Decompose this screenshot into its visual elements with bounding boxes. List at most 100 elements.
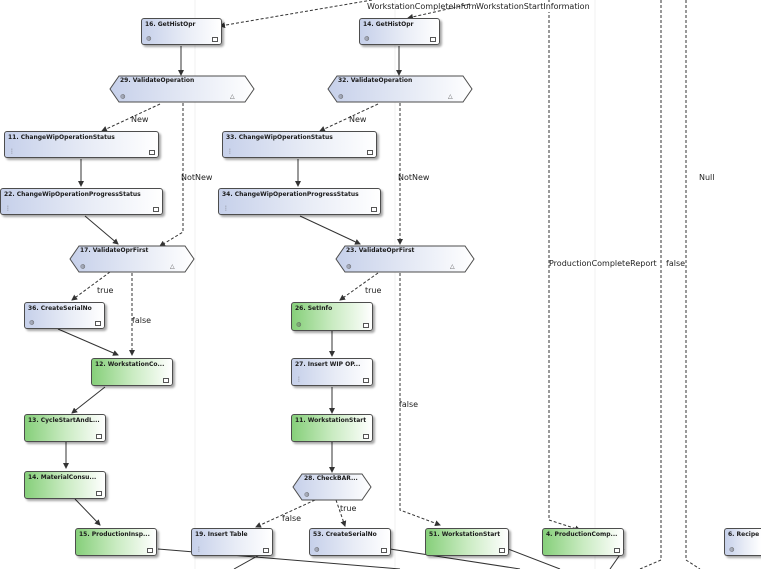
edge-7[interactable] xyxy=(74,498,101,526)
expand-icon[interactable] xyxy=(95,321,101,326)
hex-label-17: 17. ValidateOprFirst xyxy=(80,247,149,254)
expand-icon[interactable] xyxy=(163,378,169,383)
hex-label-23: 23. ValidateOprFirst xyxy=(346,247,415,254)
expand-icon[interactable] xyxy=(430,37,436,42)
expand-icon[interactable] xyxy=(499,548,505,553)
node-6-recipe[interactable]: 6. Recipe ◍ xyxy=(724,528,761,556)
hex-icon-23: ◍ xyxy=(346,263,352,270)
edge-5[interactable] xyxy=(71,386,106,414)
edge-false2[interactable] xyxy=(399,273,441,527)
edge-label-new-1: New xyxy=(131,115,149,124)
edge-null[interactable] xyxy=(685,0,701,569)
edge-pcr[interactable] xyxy=(548,0,581,532)
edge-label-wsi: WorkstationStartInformation xyxy=(476,2,590,12)
node-16-gethistopr[interactable]: 16. GetHistOpr ◍ xyxy=(141,18,222,45)
node-33-changewipoperationstatus[interactable]: 33. ChangeWipOperationStatus ⋮ xyxy=(222,131,377,158)
node-19-insert-table[interactable]: 19. Insert Table ⋮ xyxy=(191,528,273,556)
node-11-workstationstart[interactable]: 11. WorkstationStart xyxy=(291,414,373,442)
expand-icon[interactable] xyxy=(363,434,369,439)
edge-true2[interactable] xyxy=(339,272,379,301)
activity-icon: ⋮ xyxy=(227,148,233,155)
node-title: 11. ChangeWipOperationStatus xyxy=(8,134,115,141)
activity-icon: ◍ xyxy=(364,35,370,42)
node-4-productioncomp[interactable]: 4. ProductionComp... xyxy=(542,528,624,556)
edge-label-notnew-2: NotNew xyxy=(398,173,430,182)
hex-node-23[interactable] xyxy=(335,245,475,273)
edge-10[interactable] xyxy=(299,215,361,245)
node-34-changewipoperationprogressstatus[interactable]: 34. ChangeWipOperationProgressStatus ⋮ xyxy=(218,188,381,215)
expand-icon[interactable] xyxy=(363,323,369,328)
hex-node-29[interactable] xyxy=(109,75,255,103)
edge-bottom-3[interactable] xyxy=(389,548,521,569)
hex-icon-28: ◍ xyxy=(304,491,310,498)
node-title: 14. GetHistOpr xyxy=(363,21,414,28)
edge-label-null: Null xyxy=(699,173,715,182)
activity-icon: ◍ xyxy=(314,546,320,553)
node-26-setinfo[interactable]: 26. SetInfo ◍ xyxy=(291,302,373,331)
activity-icon: ⋮ xyxy=(296,376,302,383)
node-14-gethistopr[interactable]: 14. GetHistOpr ◍ xyxy=(359,18,440,45)
node-title: 11. WorkstationStart xyxy=(295,417,367,424)
node-11-changewipoperationstatus[interactable]: 11. ChangeWipOperationStatus ⋮ xyxy=(4,131,159,158)
node-14-materialconsu[interactable]: 14. MaterialConsu... xyxy=(24,471,106,499)
node-title: 34. ChangeWipOperationProgressStatus xyxy=(222,191,359,198)
edge-new1[interactable] xyxy=(101,103,161,132)
activity-icon: ⋮ xyxy=(223,205,229,212)
expand-icon[interactable] xyxy=(96,434,102,439)
node-title: 15. ProductionInsp... xyxy=(79,531,150,538)
expand-icon[interactable] xyxy=(149,150,155,155)
activity-icon: ◍ xyxy=(29,319,35,326)
edge-label-false-1: false xyxy=(132,316,152,325)
expand-icon[interactable] xyxy=(614,548,620,553)
expand-icon[interactable] xyxy=(263,548,269,553)
expand-icon[interactable] xyxy=(381,548,387,553)
edge-wci[interactable] xyxy=(219,0,373,29)
node-title: 19. Insert Table xyxy=(195,531,248,538)
hex-icon-17: ◍ xyxy=(80,263,86,270)
hex-label-28: 28. CheckBAR... xyxy=(304,475,358,482)
node-title: 51. WorkstationStart xyxy=(429,531,501,538)
hex-icon-17-right: △ xyxy=(170,263,175,270)
edge-true3[interactable] xyxy=(335,499,347,527)
expand-icon[interactable] xyxy=(153,207,159,212)
node-22-changewipoperationprogressstatus[interactable]: 22. ChangeWipOperationProgressStatus ⋮ xyxy=(0,188,163,215)
node-36-createserialno[interactable]: 36. CreateSerialNo ◍ xyxy=(24,302,105,329)
edge-bottom-4[interactable] xyxy=(507,548,561,569)
node-title: 36. CreateSerialNo xyxy=(28,305,92,312)
node-13-cyclestartandl[interactable]: 13. CycleStartAndL... xyxy=(24,414,106,442)
hex-icon-32-right: △ xyxy=(448,93,453,100)
node-title: 6. Recipe xyxy=(728,531,759,538)
node-title: 26. SetInfo xyxy=(295,305,333,312)
edge-label-true-3: true xyxy=(340,504,357,513)
edge-new2[interactable] xyxy=(319,103,379,132)
hex-node-32[interactable] xyxy=(327,75,473,103)
edge-wsi[interactable] xyxy=(407,3,471,20)
activity-icon: ⋮ xyxy=(5,205,11,212)
edge-true1[interactable] xyxy=(71,271,111,301)
edge-false-right[interactable] xyxy=(639,0,662,569)
edge-notnew1[interactable] xyxy=(159,103,184,247)
hex-node-17[interactable] xyxy=(69,245,195,273)
node-title: 27. Insert WIP OP... xyxy=(295,361,361,368)
node-title: 4. ProductionComp... xyxy=(546,531,618,538)
activity-icon: ◍ xyxy=(729,546,735,553)
expand-icon[interactable] xyxy=(96,491,102,496)
node-title: 16. GetHistOpr xyxy=(145,21,196,28)
node-12-workstationco[interactable]: 12. WorkstationCo... xyxy=(91,358,173,386)
expand-icon[interactable] xyxy=(363,378,369,383)
expand-icon[interactable] xyxy=(147,548,153,553)
edge-3[interactable] xyxy=(84,215,119,245)
node-27-insert-wip-op[interactable]: 27. Insert WIP OP... ⋮ xyxy=(291,358,373,386)
hex-node-28[interactable] xyxy=(292,473,372,501)
expand-icon[interactable] xyxy=(367,150,373,155)
expand-icon[interactable] xyxy=(371,207,377,212)
node-53-createserialno[interactable]: 53. CreateSerialNo ◍ xyxy=(309,528,391,556)
edge-false3[interactable] xyxy=(255,499,316,528)
activity-icon: ◍ xyxy=(146,35,152,42)
hex-icon-29: ◍ xyxy=(120,93,126,100)
node-15-productioninsp[interactable]: 15. ProductionInsp... xyxy=(75,528,157,556)
node-51-workstationstart[interactable]: 51. WorkstationStart xyxy=(425,528,509,556)
expand-icon[interactable] xyxy=(212,37,218,42)
edge-4[interactable] xyxy=(57,328,119,356)
